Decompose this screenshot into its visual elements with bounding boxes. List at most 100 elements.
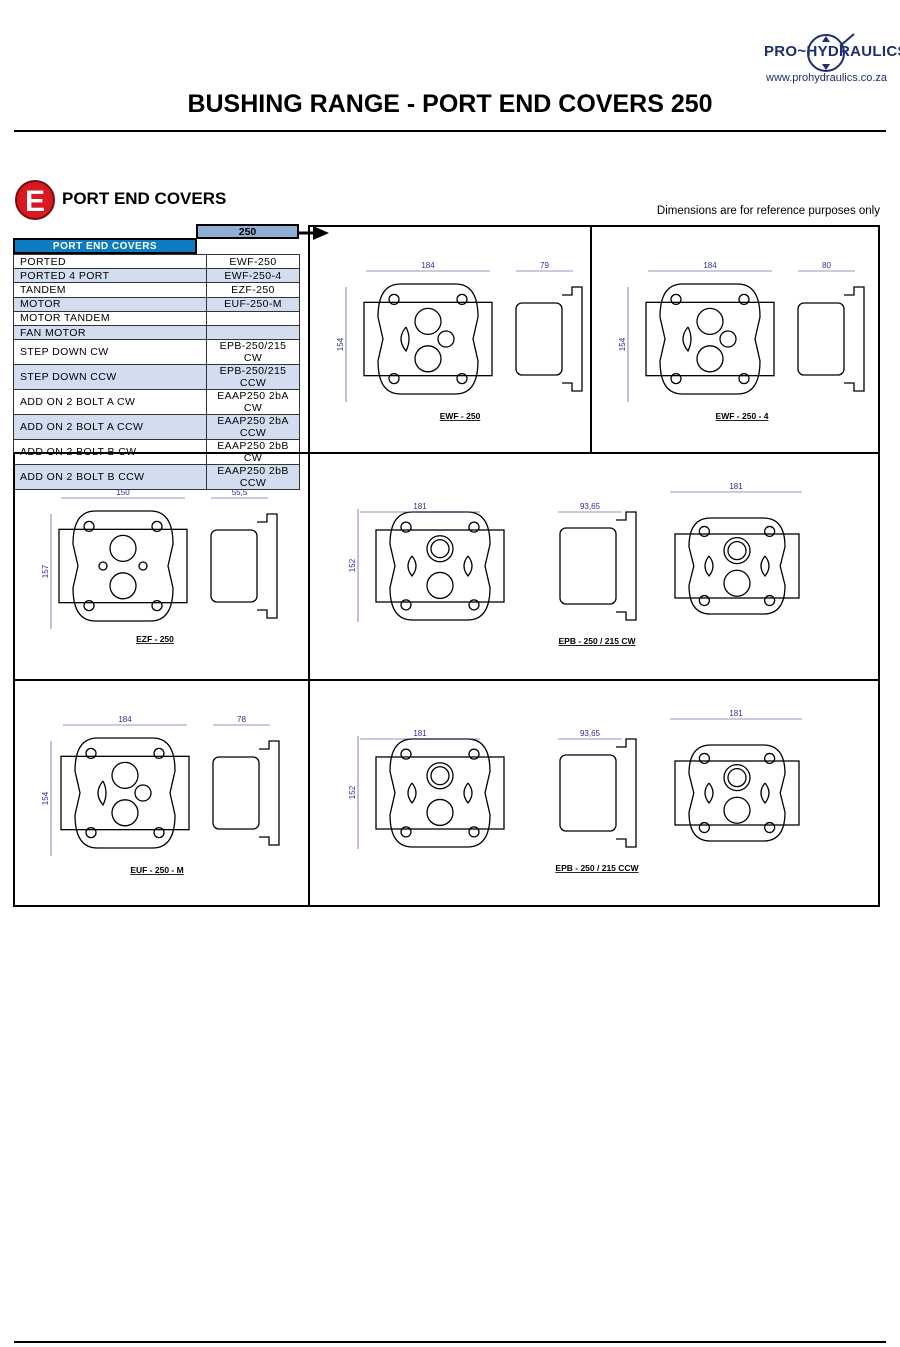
dimension-depth: 93,65	[580, 729, 601, 738]
dimension-depth: 80	[822, 261, 831, 270]
bolt-hole	[153, 747, 165, 760]
port	[704, 782, 714, 805]
cover-type: ADD ON 2 BOLT A CW	[13, 389, 207, 416]
body-outline	[645, 301, 775, 377]
side-view	[559, 754, 617, 832]
dimension-height: 152	[348, 785, 357, 799]
body-outline	[674, 760, 800, 826]
cover-type: MOTOR TANDEM	[13, 310, 207, 326]
cover-type: ADD ON 2 BOLT B CCW	[13, 464, 207, 491]
bolt-hole	[468, 826, 480, 838]
page-title: BUSHING RANGE - PORT END COVERS 250	[187, 90, 713, 118]
dimension-height: 154	[618, 337, 627, 351]
flange-outline	[659, 283, 761, 395]
bore-inner	[430, 539, 450, 559]
part-code	[206, 324, 300, 341]
part-code: EUF-250-M	[206, 296, 300, 312]
flange-outline	[72, 510, 174, 622]
part-code: EAAP250 2bB CCW	[206, 464, 300, 491]
drawing-caption: EPB - 250 / 215 CCW	[555, 863, 639, 873]
logo-text: PRO~HYDRAULICS	[764, 43, 900, 60]
dimension-width-rear: 181	[729, 709, 743, 718]
bore	[723, 796, 751, 824]
bore-inner	[727, 767, 747, 788]
body-outline	[674, 533, 800, 599]
bolt-hole	[698, 594, 711, 607]
part-code: EAAP250 2bA CW	[206, 389, 300, 416]
side-view	[212, 756, 260, 830]
section-title: PORT END COVERS	[62, 189, 227, 208]
cover-type: STEP DOWN CCW	[13, 364, 207, 391]
port	[98, 561, 108, 571]
footer-divider	[14, 1341, 886, 1343]
bolt-hole	[400, 826, 412, 838]
body-outline	[58, 528, 188, 604]
bore	[111, 761, 139, 790]
part-code: EAAP250 2bA CCW	[206, 414, 300, 441]
bolt-hole	[763, 525, 776, 538]
bolt-hole	[763, 821, 776, 834]
part-code	[206, 310, 300, 326]
bolt-hole	[456, 293, 468, 306]
port	[463, 782, 473, 805]
bolt-hole	[388, 293, 400, 306]
side-view	[559, 527, 617, 605]
bolt-hole	[738, 293, 750, 306]
website-link[interactable]: www.prohydraulics.co.za	[766, 72, 888, 84]
reference-note: Dimensions are for reference purposes on…	[656, 205, 880, 217]
flange-outline	[389, 738, 491, 848]
port	[437, 330, 455, 348]
cover-type: MOTOR	[13, 296, 207, 312]
side-view-flange	[259, 740, 280, 846]
body-outline	[363, 301, 493, 377]
side-view-flange	[844, 286, 865, 392]
port	[134, 784, 152, 802]
side-view-flange	[562, 286, 583, 392]
port	[719, 330, 737, 348]
bore	[426, 571, 454, 600]
side-view	[210, 529, 258, 603]
dimension-width: 181	[413, 502, 427, 511]
bolt-hole	[85, 826, 97, 839]
bolt-hole	[151, 599, 163, 612]
cover-type: TANDEM	[13, 282, 207, 298]
bore	[426, 762, 454, 790]
bore-inner	[727, 540, 747, 561]
cover-type: ADD ON 2 BOLT A CCW	[13, 414, 207, 441]
dimension-width: 150	[116, 488, 130, 497]
column-header-250: 250	[196, 224, 299, 239]
bolt-hole	[468, 599, 480, 611]
bolt-hole	[83, 520, 95, 533]
bore	[723, 569, 751, 597]
table-row: MOTOR TANDEM	[13, 310, 300, 326]
dimension-width: 184	[421, 261, 435, 270]
bolt-hole	[400, 599, 412, 611]
flange-outline	[688, 517, 786, 615]
bore	[426, 798, 454, 827]
dimension-depth: 93,65	[580, 502, 601, 511]
drawing-caption: EPB - 250 / 215 CW	[558, 636, 636, 646]
part-code: EPB-250/215 CW	[206, 339, 300, 366]
port	[760, 782, 770, 805]
table-row-header: PORT END COVERS	[13, 238, 197, 254]
bolt-hole	[83, 599, 95, 612]
bolt-hole	[698, 752, 711, 765]
drawing-caption: EWF - 250 - 4	[716, 411, 769, 421]
drawing-caption: EZF - 250	[136, 634, 174, 644]
side-view-flange	[257, 513, 278, 619]
port	[407, 782, 417, 805]
arrow-right-icon	[299, 226, 329, 240]
cover-type: PORTED 4 PORT	[13, 268, 207, 284]
bolt-hole	[670, 293, 682, 306]
bore	[696, 307, 724, 336]
side-view-flange	[616, 511, 637, 621]
dimension-height: 152	[348, 558, 357, 572]
